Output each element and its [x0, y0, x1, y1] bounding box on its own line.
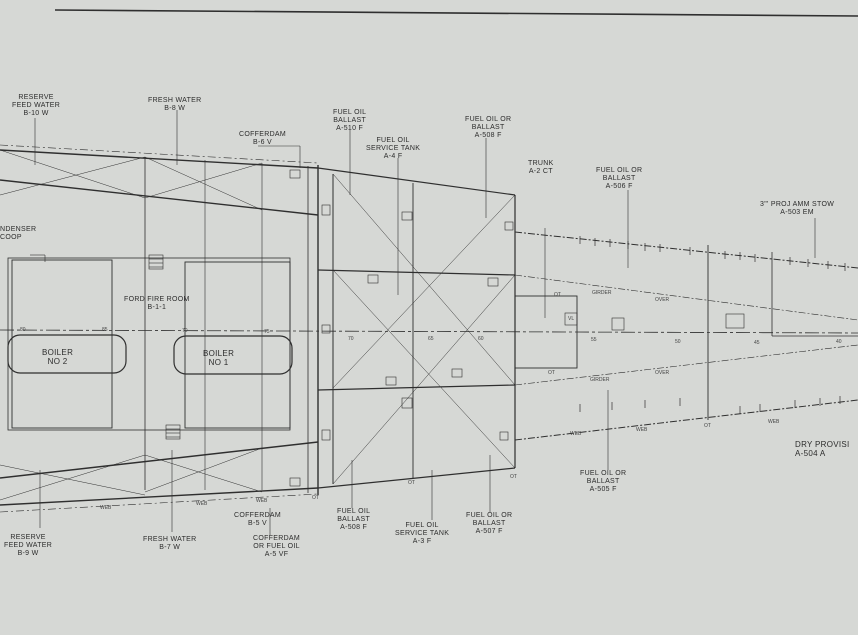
label-fuel-oil-ballast-a507: FUEL OIL OR BALLAST A-507 F	[466, 512, 513, 535]
ot-mark: OT	[510, 474, 517, 480]
label-fresh-water-b7: FRESH WATER B-7 W	[143, 536, 197, 551]
label-boiler-2: BOILER NO 2	[42, 348, 74, 366]
web-mark: WEB	[100, 505, 112, 511]
centerline	[0, 329, 858, 334]
trunk-outline	[514, 295, 578, 369]
vl-mark: VL	[568, 316, 575, 322]
label-fuel-oil-service-a4: FUEL OIL SERVICE TANK A-4 F	[366, 137, 421, 160]
frame-number: 80	[20, 327, 26, 333]
label-fuel-oil-ballast-a510: FUEL OIL BALLAST A-510 F	[333, 109, 367, 132]
label-cofferdam-b5: COFFERDAM B-5 V	[234, 512, 282, 527]
label-condenser-coop: NDENSER COOP	[0, 226, 37, 241]
label-reserve-feed-water-b10: RESERVE FEED WATER B-10 W	[12, 94, 61, 117]
ot-mark: OT	[554, 292, 561, 298]
frame-number: 70	[348, 336, 354, 342]
hull-line-top	[0, 149, 319, 169]
ot-mark: OT	[408, 480, 415, 486]
label-proj-amm-stow: 3"' PROJ AMM STOW A-503 EM	[760, 201, 835, 216]
over-mark: OVER	[655, 297, 670, 303]
girder-mark: GIRDER	[592, 290, 612, 296]
label-fwd-fire-room: FORD FIRE ROOM B-1-1	[124, 296, 190, 311]
label-trunk-a2: TRUNK A-2 CT	[528, 160, 554, 175]
hull-line-bottom	[0, 487, 319, 506]
label-dry-provisions: DRY PROVISI A-504 A	[795, 440, 850, 458]
web-mark: WEB	[570, 431, 582, 437]
frame-number: 65	[428, 336, 434, 342]
label-reserve-feed-water-b9: RESERVE FEED WATER B-9 W	[4, 534, 53, 557]
label-fuel-oil-ballast-a508-top: FUEL OIL OR BALLAST A-508 F	[465, 116, 512, 139]
web-mark: WEB	[256, 498, 268, 504]
frame-number: 85	[102, 327, 108, 333]
hull-line-bottom-inner	[0, 441, 319, 479]
hull-line-top-inner	[0, 179, 319, 216]
label-fuel-oil-ballast-a508-bottom: FUEL OIL BALLAST A-508 F	[337, 508, 371, 531]
frame-number: 75	[264, 329, 270, 335]
ot-mark: OT	[548, 370, 555, 376]
label-boiler-1: BOILER NO 1	[203, 349, 235, 367]
label-cofferdam-fuel-oil-a5: COFFERDAM OR FUEL OIL A-5 VF	[253, 535, 301, 558]
frame-number: 45	[754, 340, 760, 346]
label-fuel-oil-ballast-a506: FUEL OIL OR BALLAST A-506 F	[596, 167, 643, 190]
ot-mark: OT	[704, 423, 711, 429]
sheet-border-line	[54, 9, 858, 17]
boiler-1-outline	[184, 261, 291, 429]
frame-number: 70	[182, 328, 188, 334]
label-fuel-oil-ballast-a505: FUEL OIL OR BALLAST A-505 F	[580, 470, 627, 493]
web-mark: WEB	[636, 427, 648, 433]
web-mark: WEB	[768, 419, 780, 425]
label-cofferdam-b6: COFFERDAM B-6 V	[239, 131, 287, 146]
fire-room-outline	[7, 257, 291, 431]
frame-number: 40	[836, 339, 842, 345]
ot-mark: OT	[312, 495, 319, 501]
girder-mark: GIRDER	[590, 377, 610, 383]
boiler-2-outline	[11, 259, 113, 429]
web-mark: WEB	[196, 501, 208, 507]
label-fuel-oil-service-a3: FUEL OIL SERVICE TANK A-3 F	[395, 522, 450, 545]
frame-number: 50	[675, 339, 681, 345]
frame-number: 55	[591, 337, 597, 343]
label-fresh-water-b8: FRESH WATER B-8 W	[148, 97, 202, 112]
frame-number: 60	[478, 336, 484, 342]
over-mark: OVER	[655, 370, 670, 376]
